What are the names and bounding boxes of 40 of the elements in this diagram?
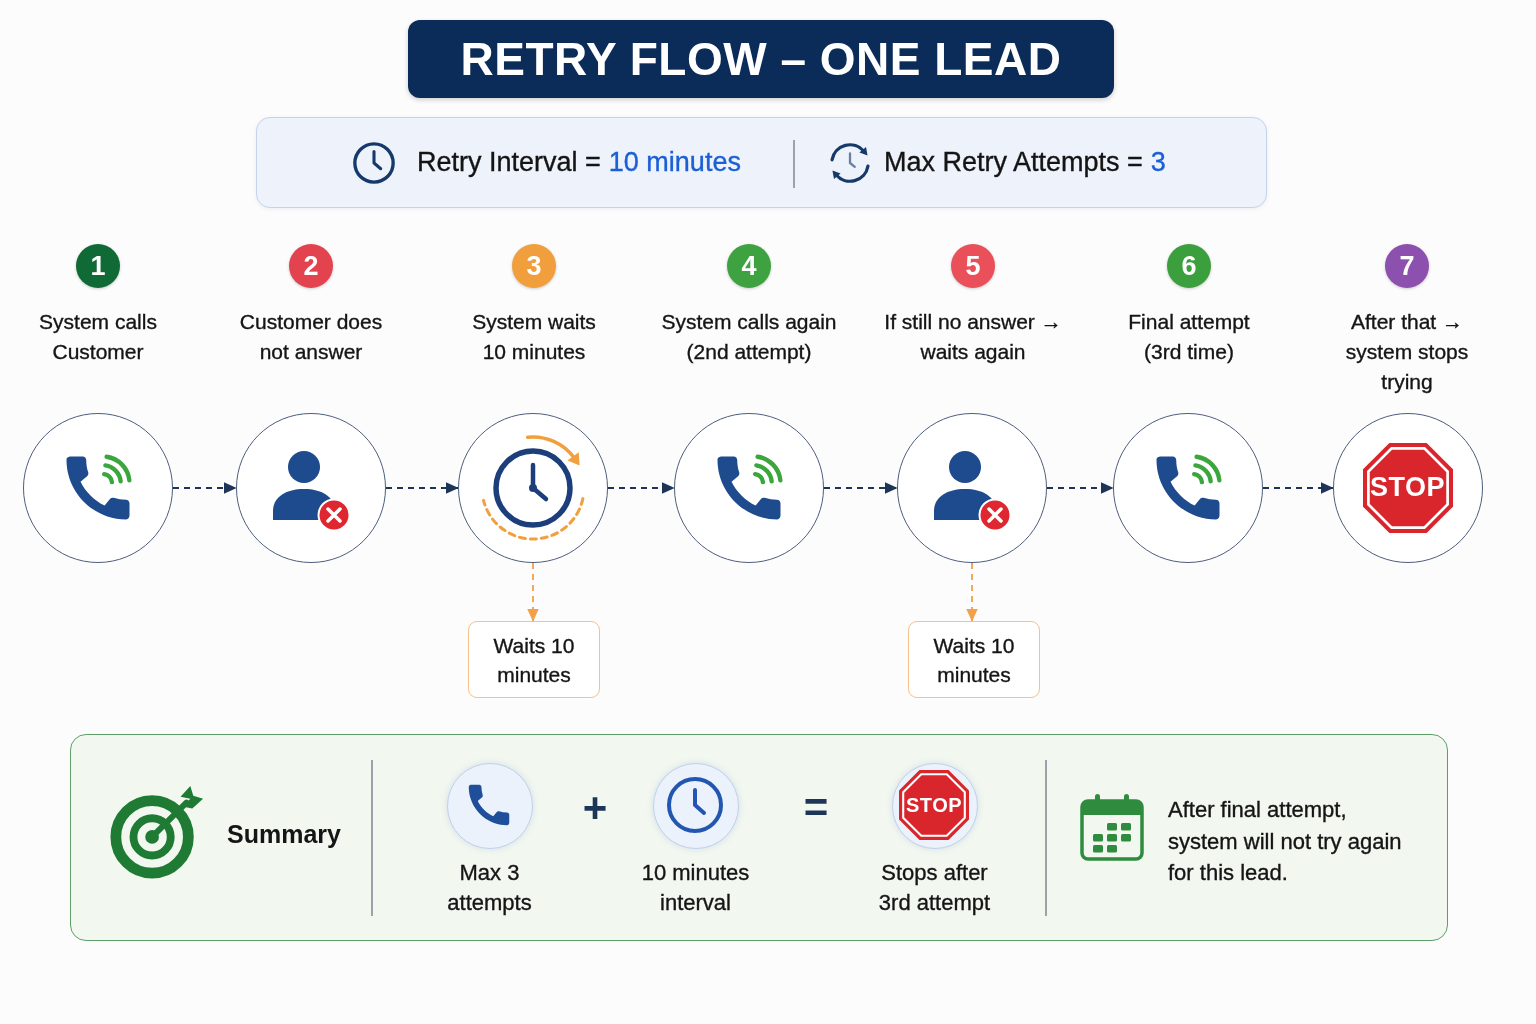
step-caption: System calls again (2nd attempt) bbox=[660, 309, 838, 365]
step-number: 5 bbox=[951, 244, 995, 288]
setting-value: 3 bbox=[1150, 146, 1166, 178]
step-caption: System calls Customer bbox=[38, 309, 158, 365]
step-number: 7 bbox=[1385, 244, 1429, 288]
wait-note: Waits 10 minutes bbox=[468, 621, 600, 698]
dashed-arrow bbox=[607, 482, 675, 494]
step-number: 6 bbox=[1167, 244, 1211, 288]
stop-sign: STOP bbox=[899, 770, 969, 840]
settings-panel bbox=[256, 117, 1267, 208]
title-banner: RETRY FLOW – ONE LEAD bbox=[408, 20, 1114, 98]
wait-note: Waits 10 minutes bbox=[908, 621, 1040, 698]
item-caption: Stops after 3rd attempt bbox=[877, 858, 992, 917]
setting-value: 10 minutes bbox=[608, 146, 741, 178]
step-caption: After that → system stops trying bbox=[1344, 309, 1470, 395]
step-caption: If still no answer → waits again bbox=[883, 309, 1063, 365]
item-caption: Max 3 attempts bbox=[446, 858, 533, 917]
math-operator: + bbox=[581, 784, 609, 832]
dashed-arrow bbox=[1046, 482, 1114, 494]
step-caption: Final attempt (3rd time) bbox=[1127, 309, 1251, 365]
step-number: 4 bbox=[727, 244, 771, 288]
stop-sign: STOP bbox=[1362, 442, 1453, 533]
step-number: 1 bbox=[76, 244, 120, 288]
summary-heading: Summary bbox=[227, 819, 342, 849]
dashed-arrow bbox=[385, 482, 459, 494]
summary-note: After final attempt, system will not try again for this lead. bbox=[1168, 796, 1403, 887]
summary-panel bbox=[70, 734, 1448, 941]
dashed-arrow bbox=[527, 562, 539, 622]
step-caption: Customer does not answer bbox=[238, 309, 384, 365]
dashed-arrow bbox=[966, 562, 978, 622]
item-caption: 10 minutes interval bbox=[640, 858, 751, 917]
dashed-arrow bbox=[823, 482, 898, 494]
setting-label: Max Retry Attempts = bbox=[884, 146, 1143, 178]
setting-label: Retry Interval = bbox=[417, 146, 601, 178]
step-number: 2 bbox=[289, 244, 333, 288]
math-operator: = bbox=[802, 784, 830, 832]
step-caption: System waits 10 minutes bbox=[471, 309, 597, 365]
dashed-arrow bbox=[172, 482, 237, 494]
step-number: 3 bbox=[512, 244, 556, 288]
dashed-arrow bbox=[1262, 482, 1334, 494]
